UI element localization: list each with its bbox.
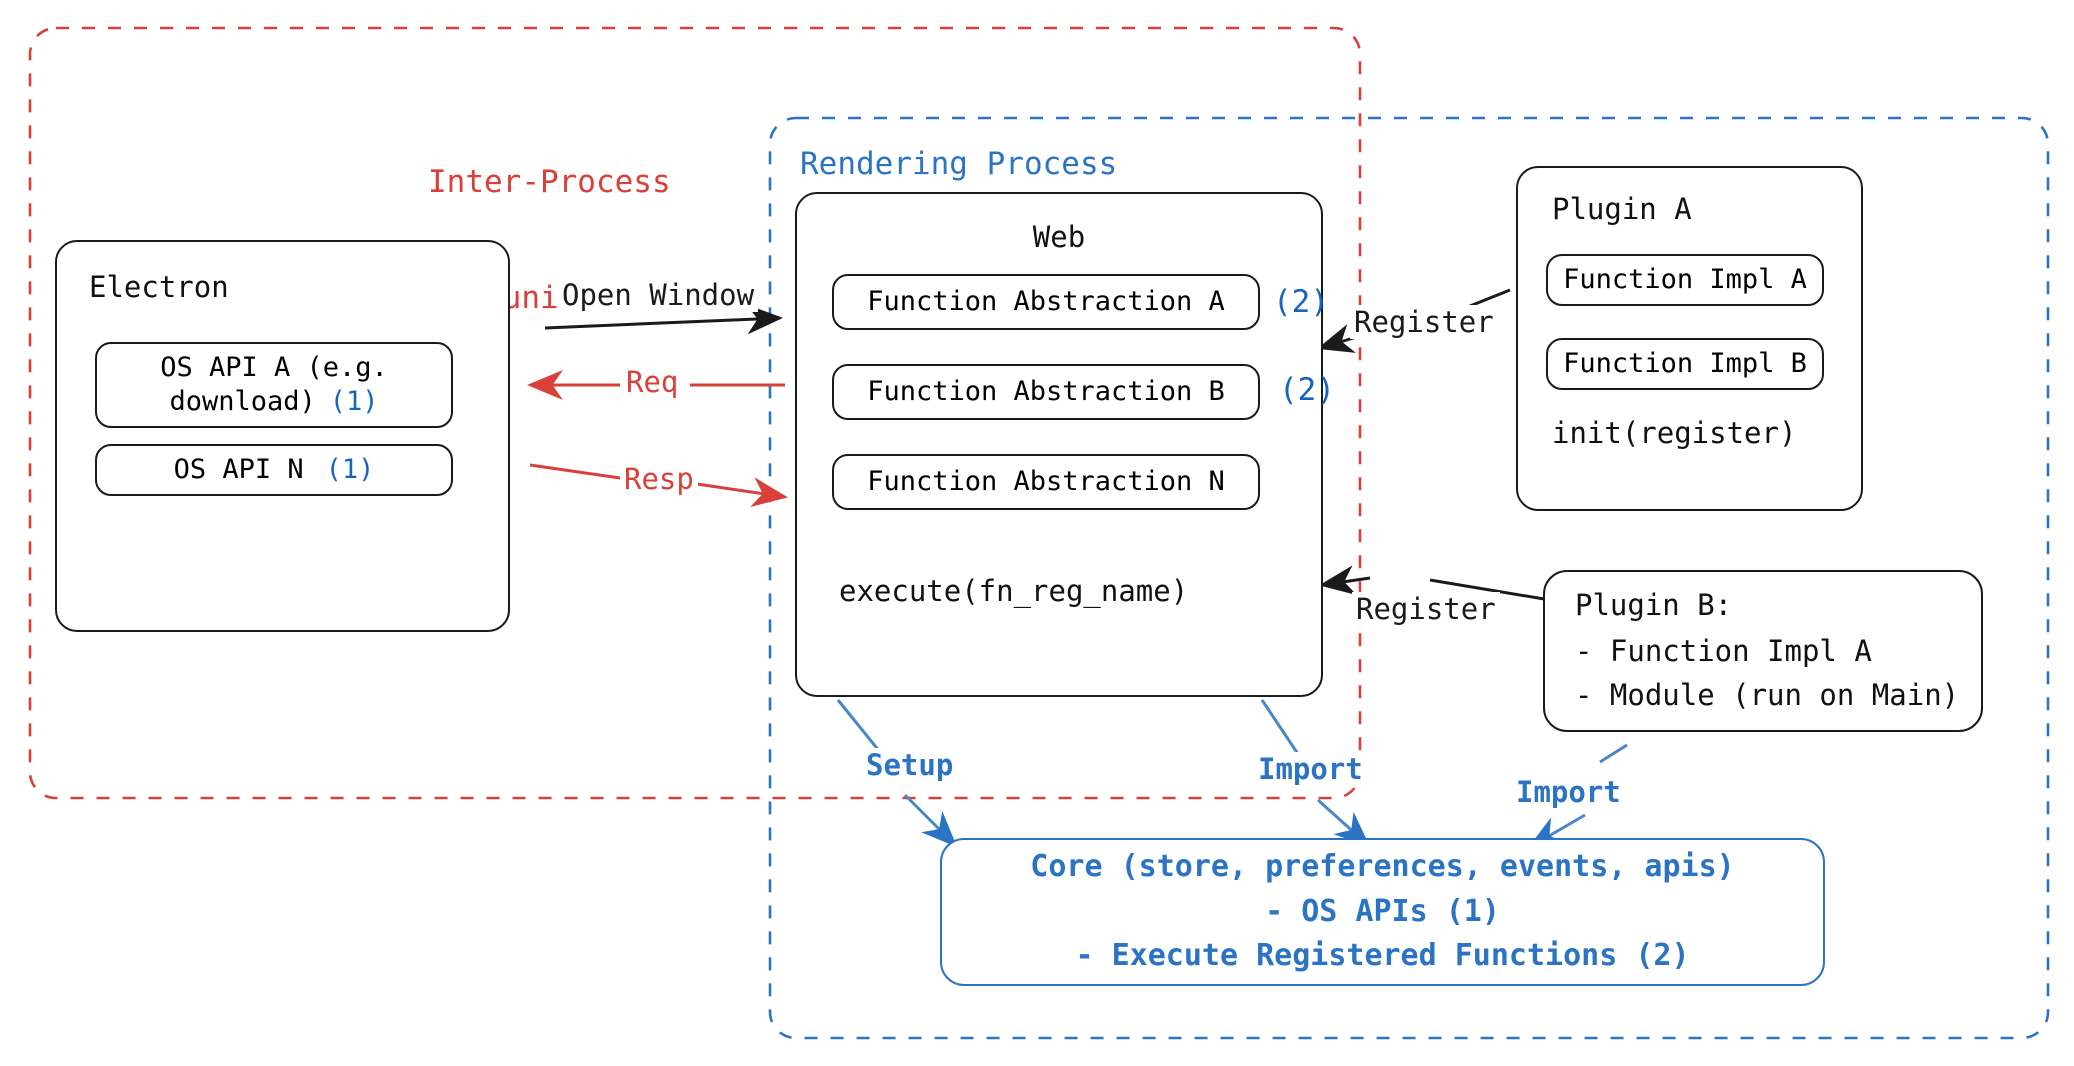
- import-plugin-b-label: Import: [1512, 775, 1625, 809]
- electron-api-a-line1: OS API A (e.g.: [160, 352, 388, 384]
- setup-arrow-lower: [903, 793, 958, 848]
- import-web-arrow-upper: [1260, 699, 1302, 758]
- register-plugin-b-label: Register: [1352, 592, 1500, 626]
- plugin-b-line-2: - Module (run on Main): [1575, 678, 1960, 712]
- open-window-label: Open Window: [558, 278, 759, 312]
- web-node[interactable]: Web Function Abstraction A (2) Function …: [795, 192, 1335, 697]
- resp-arrow-right: [689, 477, 788, 508]
- core-line-1: Core (store, preferences, events, apis): [1030, 849, 1735, 885]
- plugin-a-init-label: init(register): [1552, 416, 1797, 450]
- register-plugin-b-arrow-head: [1319, 565, 1371, 596]
- electron-api-a[interactable]: OS API A (e.g. download) (1): [95, 342, 453, 428]
- function-abstraction-b-marker: (2): [1279, 372, 1335, 408]
- core-node[interactable]: Core (store, preferences, events, apis) …: [940, 838, 1825, 986]
- electron-api-a-label: OS API A (e.g. download) (1): [160, 351, 388, 419]
- setup-label: Setup: [862, 748, 958, 782]
- core-line-3: - Execute Registered Functions (2): [1075, 938, 1690, 974]
- resp-arrow-left: [529, 463, 621, 480]
- function-abstraction-n[interactable]: Function Abstraction N: [832, 454, 1260, 510]
- electron-title: Electron: [89, 270, 229, 304]
- electron-node[interactable]: Electron OS API A (e.g. download) (1) OS …: [55, 240, 510, 632]
- function-abstraction-b[interactable]: Function Abstraction B: [832, 364, 1260, 420]
- plugin-b-line-1: - Function Impl A: [1575, 634, 1872, 668]
- plugin-a-function-impl-b[interactable]: Function Impl B: [1546, 338, 1824, 390]
- plugin-b-node[interactable]: Plugin B: - Function Impl A - Module (ru…: [1543, 570, 1983, 732]
- import-web-label: Import: [1254, 752, 1367, 786]
- plugin-a-title: Plugin A: [1552, 192, 1692, 226]
- function-abstraction-a-marker: (2): [1273, 284, 1329, 320]
- web-title: Web: [1032, 220, 1086, 254]
- resp-label: Resp: [620, 462, 698, 496]
- setup-arrow-upper: [836, 699, 882, 753]
- electron-api-a-line2: download): [169, 386, 316, 417]
- electron-api-a-marker: (1): [329, 386, 379, 417]
- electron-api-n[interactable]: OS API N (1): [95, 444, 453, 496]
- web-execute-label: execute(fn_reg_name): [839, 574, 1189, 608]
- electron-api-n-marker: (1): [325, 454, 375, 486]
- req-label: Req: [622, 365, 683, 399]
- import-plugin-b-arrow-upper: [1599, 743, 1628, 764]
- core-line-2: - OS APIs (1): [1265, 893, 1500, 929]
- electron-api-n-line1: OS API N: [173, 454, 304, 486]
- register-plugin-a-label: Register: [1350, 305, 1498, 339]
- function-abstraction-a[interactable]: Function Abstraction A: [832, 274, 1260, 330]
- electron-api-n-label: OS API N (1): [174, 453, 375, 487]
- plugin-a-function-impl-a[interactable]: Function Impl A: [1546, 254, 1824, 306]
- ipc-title-line1: Inter-Process: [428, 163, 671, 200]
- rendering-group-title: Rendering Process: [800, 146, 1118, 182]
- plugin-b-title: Plugin B:: [1575, 588, 1733, 622]
- plugin-a-node[interactable]: Plugin A Function Impl A Function Impl B…: [1516, 166, 1863, 511]
